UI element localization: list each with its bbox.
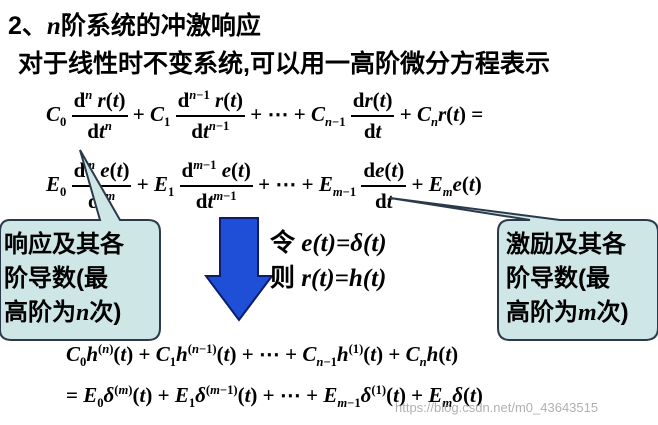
left-callout-line2: 阶导数(最 — [4, 265, 108, 292]
left-callout-shape — [0, 149, 161, 341]
equation-impulse-response: C0h(n)(t) + C1h(n−1)(t) + ⋯ + Cn−1h(1)(t… — [66, 342, 459, 370]
equation-response-side: C0 dn r(t)dtn + C1 dn−1 r(t)dtn−1 + ⋯ + … — [46, 88, 484, 143]
section-number: 2、 — [8, 12, 47, 40]
right-callout-line1: 激励及其各 — [506, 231, 626, 258]
left-callout-line1: 响应及其各 — [4, 231, 124, 258]
section-heading: 2、n阶系统的冲激响应 — [8, 6, 261, 42]
section-subtitle: 对于线性时不变系统,可以用一高阶微分方程表示 — [18, 50, 550, 78]
right-callout-line2: 阶导数(最 — [506, 265, 610, 292]
left-callout-line3: 高阶为n次) — [4, 299, 122, 326]
section-title: 阶系统的冲激响应 — [60, 12, 261, 40]
let-line: 令 e(t)=δ(t) — [270, 229, 387, 257]
substitution-text: 令 e(t)=δ(t) 则 r(t)=h(t) — [270, 226, 387, 296]
right-callout-text: 激励及其各 阶导数(最 高阶为m次) — [506, 228, 656, 330]
equation-impulse-excitation: = E0δ(m)(t) + E1δ(m−1)(t) + ⋯ + Em−1δ(1)… — [66, 383, 483, 411]
then-line: 则 r(t)=h(t) — [270, 264, 387, 292]
right-callout-line3: 高阶为m次) — [506, 299, 629, 326]
down-arrow-icon — [204, 217, 274, 322]
section-n: n — [46, 13, 61, 40]
watermark: https://blog.csdn.net/m0_43643515 — [395, 400, 599, 415]
left-callout-text: 响应及其各 阶导数(最 高阶为n次) — [4, 228, 159, 330]
right-callout-shape — [389, 197, 658, 341]
